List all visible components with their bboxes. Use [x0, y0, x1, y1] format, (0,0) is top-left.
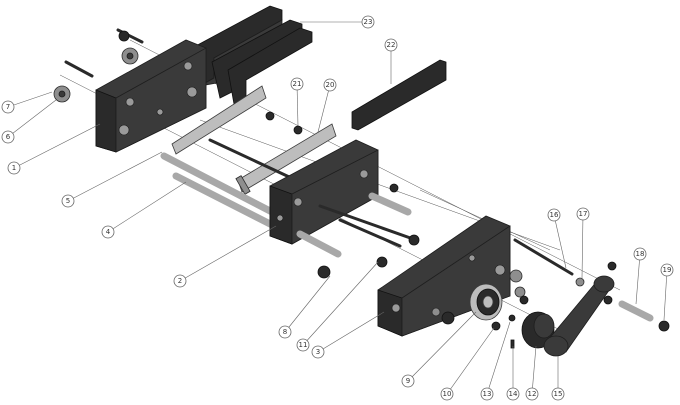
- svg-text:23: 23: [364, 18, 373, 26]
- guide-rods-part: [64, 28, 302, 232]
- callout-17: 17: [576, 207, 590, 221]
- callout-15: 15: [551, 387, 565, 401]
- svg-text:16: 16: [550, 211, 559, 219]
- callout-9: 9: [401, 374, 415, 388]
- callout-23: 23: [361, 15, 375, 29]
- callout-11: 11: [296, 338, 310, 352]
- svg-text:3: 3: [316, 348, 320, 356]
- callout-14: 14: [506, 387, 520, 401]
- svg-text:20: 20: [326, 81, 335, 89]
- svg-text:12: 12: [528, 390, 537, 398]
- side-plate-part: [171, 85, 337, 195]
- callout-22: 22: [384, 38, 398, 52]
- left-end-block-part: [95, 39, 207, 153]
- svg-text:10: 10: [443, 390, 452, 398]
- svg-text:9: 9: [406, 377, 410, 385]
- svg-text:5: 5: [66, 197, 70, 205]
- svg-text:15: 15: [554, 390, 563, 398]
- knob-part: [521, 311, 555, 349]
- callout-1: 1: [7, 161, 21, 175]
- svg-text:1: 1: [12, 164, 16, 172]
- svg-text:6: 6: [6, 133, 11, 141]
- callout-16: 16: [547, 208, 561, 222]
- callout-19: 19: [660, 263, 674, 277]
- callout-10: 10: [440, 387, 454, 401]
- callout-5: 5: [61, 194, 75, 208]
- callout-18: 18: [633, 247, 647, 261]
- bearing-part: [469, 283, 503, 321]
- callout-8: 8: [278, 325, 292, 339]
- callout-21: 21: [290, 77, 304, 91]
- flat-bar-part: [351, 59, 447, 131]
- callout-2: 2: [173, 274, 187, 288]
- svg-text:21: 21: [293, 80, 302, 88]
- callout-6: 6: [1, 130, 15, 144]
- callout-13: 13: [480, 387, 494, 401]
- svg-text:8: 8: [283, 328, 287, 336]
- callout-4: 4: [101, 225, 115, 239]
- svg-text:13: 13: [483, 390, 492, 398]
- svg-text:11: 11: [299, 341, 308, 349]
- svg-text:14: 14: [509, 390, 518, 398]
- nuts-and-washers: [53, 30, 670, 349]
- leader-lines: [7, 21, 668, 395]
- callout-3: 3: [311, 345, 325, 359]
- callout-12: 12: [525, 387, 539, 401]
- svg-text:17: 17: [579, 210, 588, 218]
- sleeves-part: [296, 192, 574, 276]
- svg-text:19: 19: [663, 266, 672, 274]
- svg-text:22: 22: [387, 41, 396, 49]
- callout-7: 7: [1, 100, 15, 114]
- crank-handle-part: [543, 275, 615, 357]
- spacer-sleeve-part: [618, 300, 654, 322]
- callout-20: 20: [323, 78, 337, 92]
- svg-text:7: 7: [6, 103, 10, 111]
- svg-text:4: 4: [106, 228, 111, 236]
- svg-text:2: 2: [178, 277, 182, 285]
- svg-text:18: 18: [636, 250, 645, 258]
